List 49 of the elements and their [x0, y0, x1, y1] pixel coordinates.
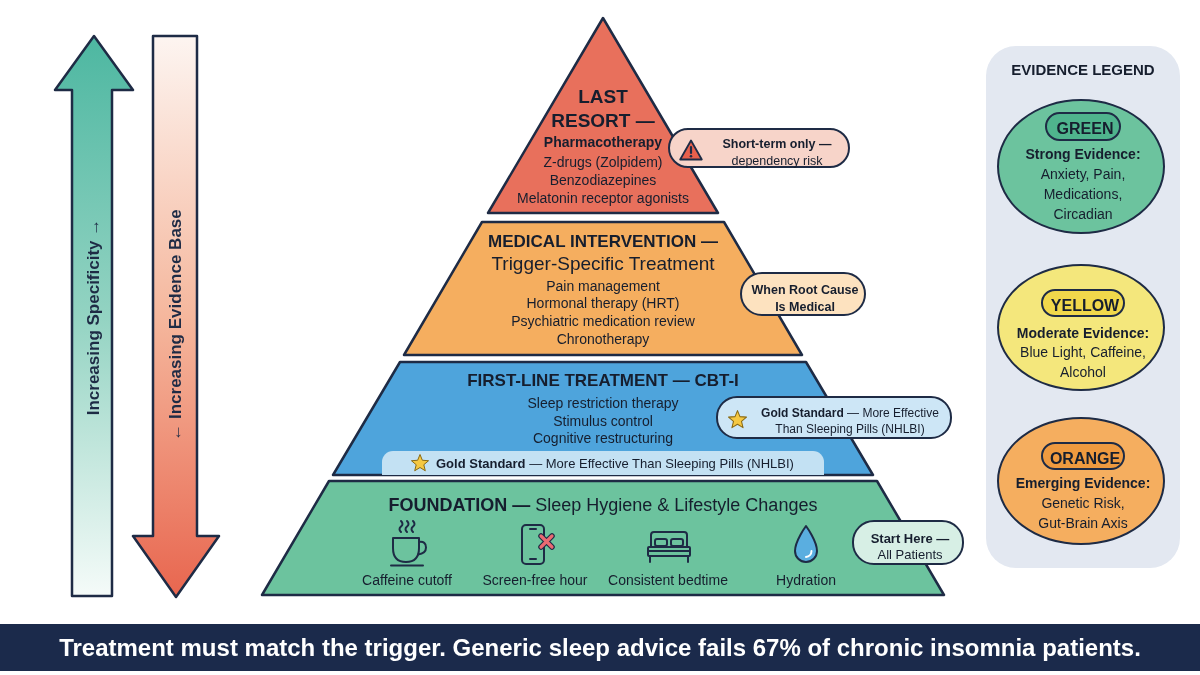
icon-caption: Consistent bedtime [608, 572, 728, 588]
tier-title: MEDICAL INTERVENTION — [488, 232, 718, 251]
pyramid-tier [488, 18, 718, 213]
callout-pill [716, 396, 952, 439]
callout-text: Gold Standard — More Effective Than Sleeping Pills (NHLBI) [761, 406, 939, 436]
evidence-level: Emerging Evidence: [1015, 475, 1151, 491]
arrow-label: Increasing Specificity → [84, 218, 104, 416]
callout-text: Start Here — All Patients [870, 531, 950, 562]
color-tag [1045, 112, 1121, 141]
caption-text: Treatment must match the trigger. Generic sleep advice fails 67% of chronic insomnia patients. [59, 633, 1141, 662]
color-tag [1041, 442, 1125, 470]
callout-pill [668, 128, 850, 168]
evidence-level: Moderate Evidence: [1016, 325, 1150, 341]
callout-pill [740, 272, 866, 316]
callout-text: When Root Cause Is Medical [751, 283, 859, 314]
tag-label: ORANGE [1049, 450, 1121, 467]
icon-caption: Screen-free hour [482, 572, 588, 588]
evidence-topics: Genetic Risk, Gut-Brain Axis [1038, 495, 1128, 531]
list-item: Psychiatric medication review [511, 313, 695, 329]
list-item: Stimulus control [553, 413, 653, 429]
highlight-band [382, 451, 824, 475]
tag-label: GREEN [1056, 120, 1114, 137]
highlight-text: Gold Standard — More Effective Than Sleeping Pills (NHLBI) [436, 456, 794, 471]
list-item: Benzodiazepines [549, 172, 657, 188]
list-item: Hormonal therapy (HRT) [526, 295, 680, 311]
tier-subtitle: Pharmacotherapy [543, 134, 663, 150]
callout-pill [852, 520, 964, 565]
list-item: Cognitive restructuring [532, 430, 674, 446]
icon-caption: Hydration [776, 572, 836, 588]
icon-caption: Caffeine cutoff [362, 572, 452, 588]
tier-subtitle: Trigger-Specific Treatment [491, 253, 715, 274]
callout-text: Short-term only — dependency risk [722, 137, 832, 168]
list-item: Pain management [546, 278, 660, 294]
evidence-level: Strong Evidence: [1025, 146, 1141, 162]
list-item: Melatonin receptor agonists [517, 190, 689, 206]
legend-title: EVIDENCE LEGEND [1011, 61, 1155, 78]
list-item: Z-drugs (Zolpidem) [543, 154, 663, 170]
tier-title: LAST RESORT — [551, 86, 655, 131]
legend-panel [986, 46, 1180, 568]
tier-title: FIRST-LINE TREATMENT — CBT-I [467, 371, 739, 390]
evidence-topics: Blue Light, Caffeine, Alcohol [1020, 344, 1146, 380]
color-tag [1041, 289, 1125, 317]
tier-title: FOUNDATION — Sleep Hygiene & Lifestyle Changes [388, 495, 818, 515]
arrow-label: ← Increasing Evidence Base [166, 209, 186, 441]
pyramid-tier [262, 481, 944, 595]
list-item: Sleep restriction therapy [527, 395, 679, 411]
evidence-topics: Anxiety, Pain, Medications, Circadian [1040, 166, 1126, 222]
list-item: Chronotherapy [556, 331, 650, 347]
tag-label: YELLOW [1050, 297, 1120, 314]
